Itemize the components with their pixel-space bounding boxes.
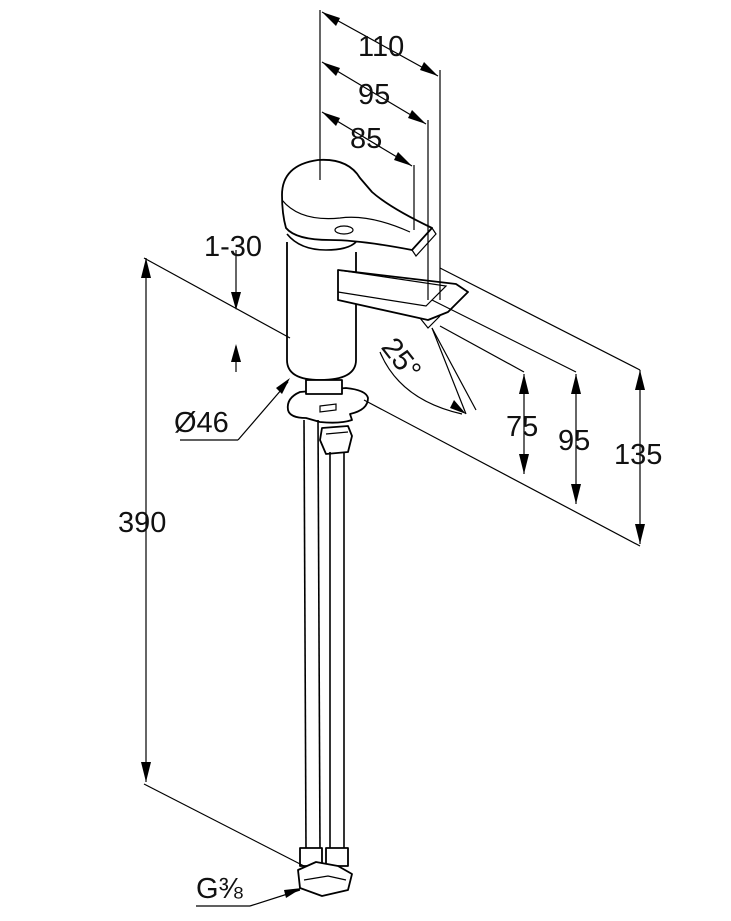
deck-range-label: 1-30 [204, 231, 262, 263]
deck-thickness-dimension: 1-30 [204, 231, 262, 372]
dim-135-label: 135 [614, 439, 662, 471]
diameter-dimension: Ø46 [174, 378, 290, 441]
faucet-body [286, 242, 357, 381]
thread-label: G⅜ [196, 873, 244, 905]
diameter-label: Ø46 [174, 407, 229, 439]
height-dimensions: 75 95 135 [363, 267, 662, 547]
dim-95-right-label: 95 [558, 425, 590, 457]
thread-connector [297, 861, 353, 897]
angle-label: 25° [375, 332, 427, 386]
dim-85-label: 85 [350, 123, 382, 155]
mounting-nut [319, 425, 353, 455]
supply-hose-left [303, 419, 307, 851]
thread-dimension: G⅜ [196, 873, 302, 907]
angle-dimension: 25° [375, 327, 477, 415]
length-390-dimension: 390 [118, 257, 305, 867]
dim-75-label: 75 [506, 411, 538, 443]
faucet [281, 158, 469, 897]
top-dimensions: 110 95 85 [319, 10, 441, 300]
dim-110-label: 110 [358, 31, 404, 63]
lever-handle [281, 158, 433, 251]
dim-95-top-label: 95 [358, 79, 390, 111]
dim-390-label: 390 [118, 507, 166, 539]
